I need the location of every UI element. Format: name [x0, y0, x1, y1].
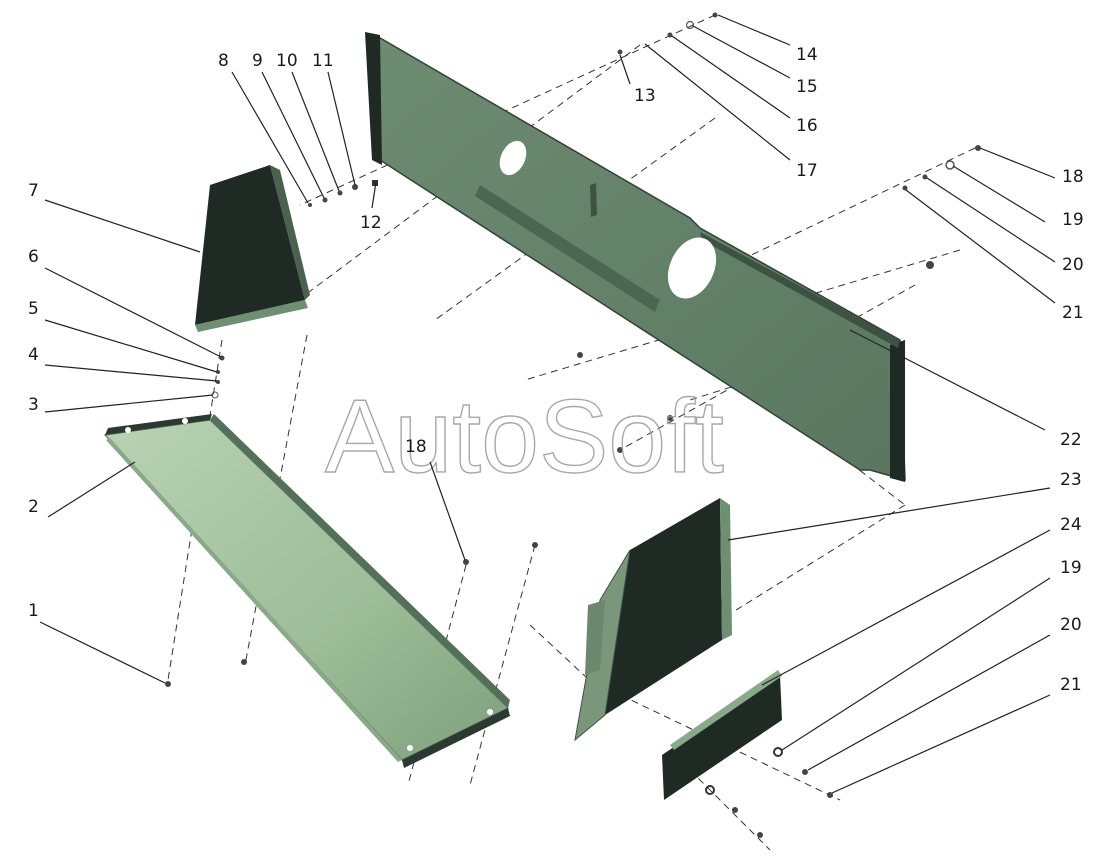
leader-lines: [39, 14, 1056, 794]
callout-12: 12: [360, 213, 382, 233]
callout-23: 23: [1060, 470, 1082, 490]
callout-3: 3: [28, 395, 39, 415]
callout-7: 7: [28, 181, 39, 201]
callout-14: 14: [796, 45, 818, 65]
right-lower-bracket: [574, 498, 732, 742]
callout-10: 10: [276, 51, 298, 71]
callout-11: 11: [312, 51, 334, 71]
callout-19-top: 19: [1062, 210, 1084, 230]
callout-15: 15: [796, 77, 818, 97]
callout-1: 1: [28, 601, 39, 621]
callout-18-top: 18: [1062, 167, 1084, 187]
callout-13: 13: [634, 86, 656, 106]
callout-18-mid: 18: [405, 437, 427, 457]
left-side-bracket: [195, 165, 310, 332]
callout-16: 16: [796, 116, 818, 136]
bottom-tray: [103, 414, 510, 768]
callout-17: 17: [796, 161, 818, 181]
small-mounting-plate: [662, 670, 782, 800]
callout-21-top: 21: [1062, 303, 1084, 323]
fasteners: [165, 12, 981, 838]
callout-20-top: 20: [1062, 255, 1084, 275]
callout-6: 6: [28, 247, 39, 267]
callout-21-bottom: 21: [1060, 675, 1082, 695]
callout-24: 24: [1060, 515, 1082, 535]
callout-22: 22: [1060, 430, 1082, 450]
callout-19-bottom: 19: [1060, 558, 1082, 578]
watermark: AutoSoft: [325, 379, 724, 495]
callout-8: 8: [218, 51, 229, 71]
callout-9: 9: [252, 51, 263, 71]
rear-panel: [365, 32, 906, 482]
callout-5: 5: [28, 299, 39, 319]
callout-4: 4: [28, 345, 39, 365]
callout-20-bottom: 20: [1060, 615, 1082, 635]
callout-2: 2: [28, 497, 39, 517]
callout-labels: 1 2 3 4 5 6 7 8 9 10 11 12 13 14 15 16 1…: [28, 45, 1084, 695]
